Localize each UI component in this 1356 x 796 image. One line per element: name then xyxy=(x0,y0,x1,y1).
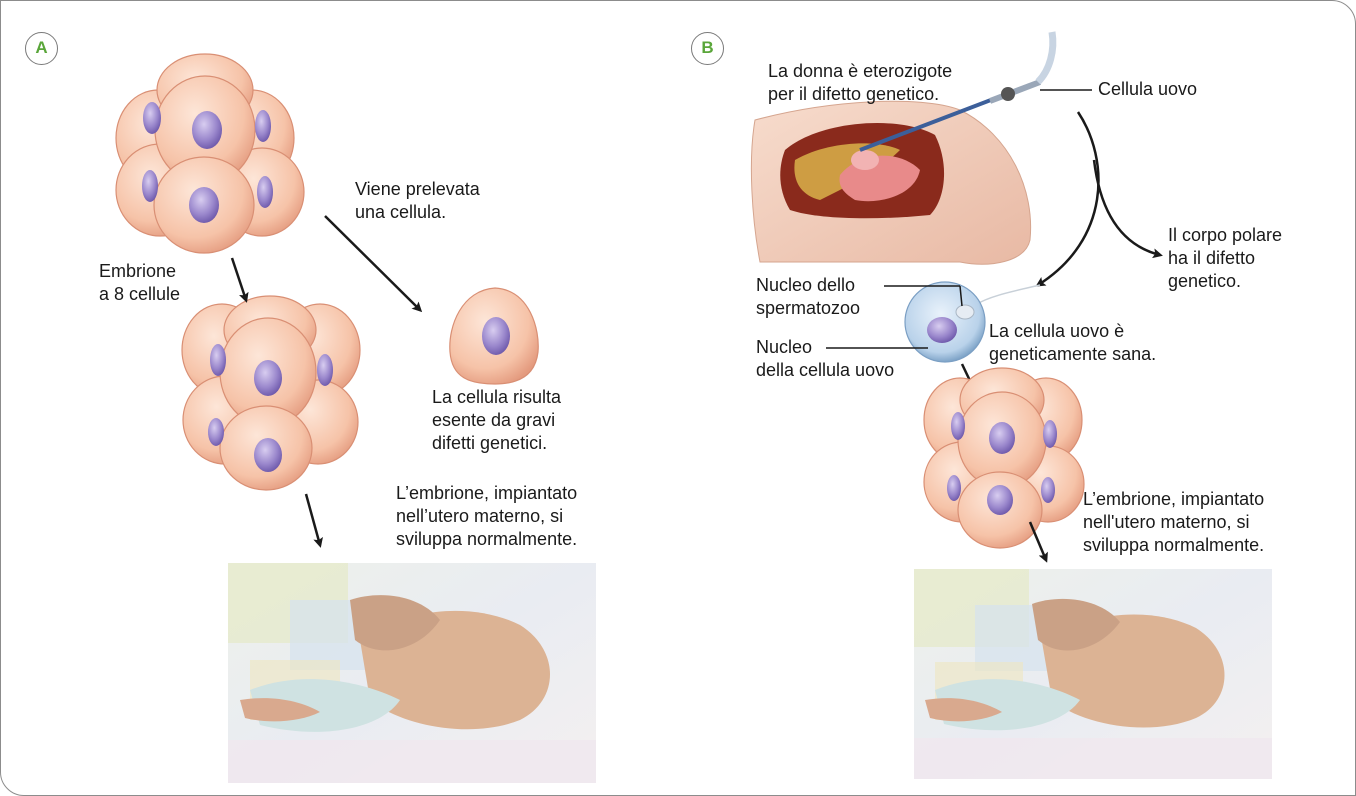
arrow-cell-removed xyxy=(325,216,420,310)
outcome-label-b: L’embrione, impiantato nell'utero matern… xyxy=(1083,488,1264,557)
woman-abdomen-illustration xyxy=(751,101,1030,264)
embryo-8-cells-top xyxy=(116,54,304,253)
embryo-8-cells-b xyxy=(924,368,1084,548)
outcome-label-a: L’embrione, impiantato nell’utero matern… xyxy=(396,482,577,551)
egg-nucleus-label: Nucleo della cellula uovo xyxy=(756,336,894,382)
panel-b-badge: B xyxy=(691,32,724,65)
removed-cell xyxy=(450,288,538,384)
woman-label: La donna è eterozigote per il difetto ge… xyxy=(768,60,952,106)
baby-photo-a xyxy=(228,563,596,783)
polar-body-label: Il corpo polare ha il difetto genetico. xyxy=(1168,224,1282,293)
arrow-egg-to-fertilized xyxy=(1038,112,1098,285)
cell-result-label: La cellula risulta esente da gravi difet… xyxy=(432,386,561,455)
cell-removal-label: Viene prelevata una cellula. xyxy=(355,178,480,224)
arrow-embryo-down xyxy=(232,258,246,300)
baby-photo-b xyxy=(914,569,1272,779)
arrow-to-baby-b xyxy=(1030,522,1046,560)
arrow-to-polar-body xyxy=(1094,160,1160,255)
egg-cell-label: Cellula uovo xyxy=(1098,78,1197,101)
embryo-label: Embrione a 8 cellule xyxy=(99,260,180,306)
sperm-nucleus-label: Nucleo dello spermatozoo xyxy=(756,274,860,320)
arrow-to-baby-a xyxy=(306,494,320,545)
healthy-egg-label: La cellula uovo è geneticamente sana. xyxy=(989,320,1156,366)
panel-a-badge: A xyxy=(25,32,58,65)
embryo-7-cells-a xyxy=(182,296,360,490)
